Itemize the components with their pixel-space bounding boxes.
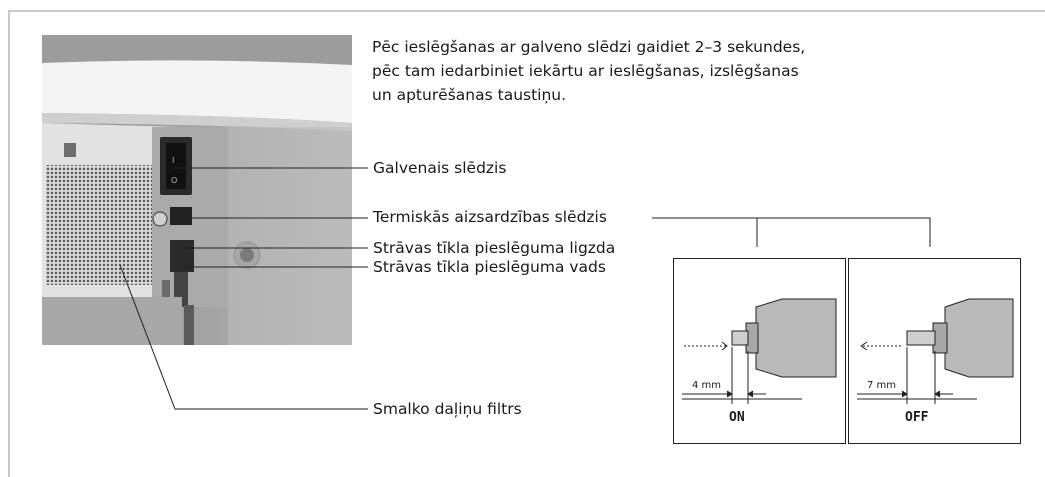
intro-line-1: Pēc ieslēgšanas ar galveno slēdzi gaidie… xyxy=(372,38,806,56)
on-distance: 4 mm xyxy=(692,380,722,391)
on-state-label: ON xyxy=(729,410,745,425)
device-photo: I O xyxy=(42,35,352,345)
intro-line-2: pēc tam iedarbiniet iekārtu ar ieslēgšan… xyxy=(372,62,799,80)
inset-off: 7 mm OFF xyxy=(848,258,1021,444)
leader-thermal-bracket xyxy=(652,217,931,247)
label-main-switch: Galvenais slēdzis xyxy=(373,159,507,177)
label-thermal-switch: Termiskās aizsardzības slēdzis xyxy=(373,208,607,226)
label-power-cord: Strāvas tīkla pieslēguma vads xyxy=(373,258,606,276)
label-fine-filter: Smalko daļiņu filtrs xyxy=(373,400,522,418)
inset-on: 4 mm ON xyxy=(673,258,846,444)
svg-text:I: I xyxy=(172,156,174,165)
label-power-socket: Strāvas tīkla pieslēguma ligzda xyxy=(373,239,616,257)
off-state-label: OFF xyxy=(905,410,929,425)
leader-fine-filter xyxy=(119,264,368,410)
off-distance: 7 mm xyxy=(867,380,897,391)
svg-text:O: O xyxy=(171,176,177,185)
frame-top-border xyxy=(8,10,1045,12)
intro-paragraph: Pēc ieslēgšanas ar galveno slēdzi gaidie… xyxy=(372,35,932,107)
intro-line-3: un apturēšanas taustiņu. xyxy=(372,86,567,104)
frame-left-border xyxy=(8,10,10,477)
